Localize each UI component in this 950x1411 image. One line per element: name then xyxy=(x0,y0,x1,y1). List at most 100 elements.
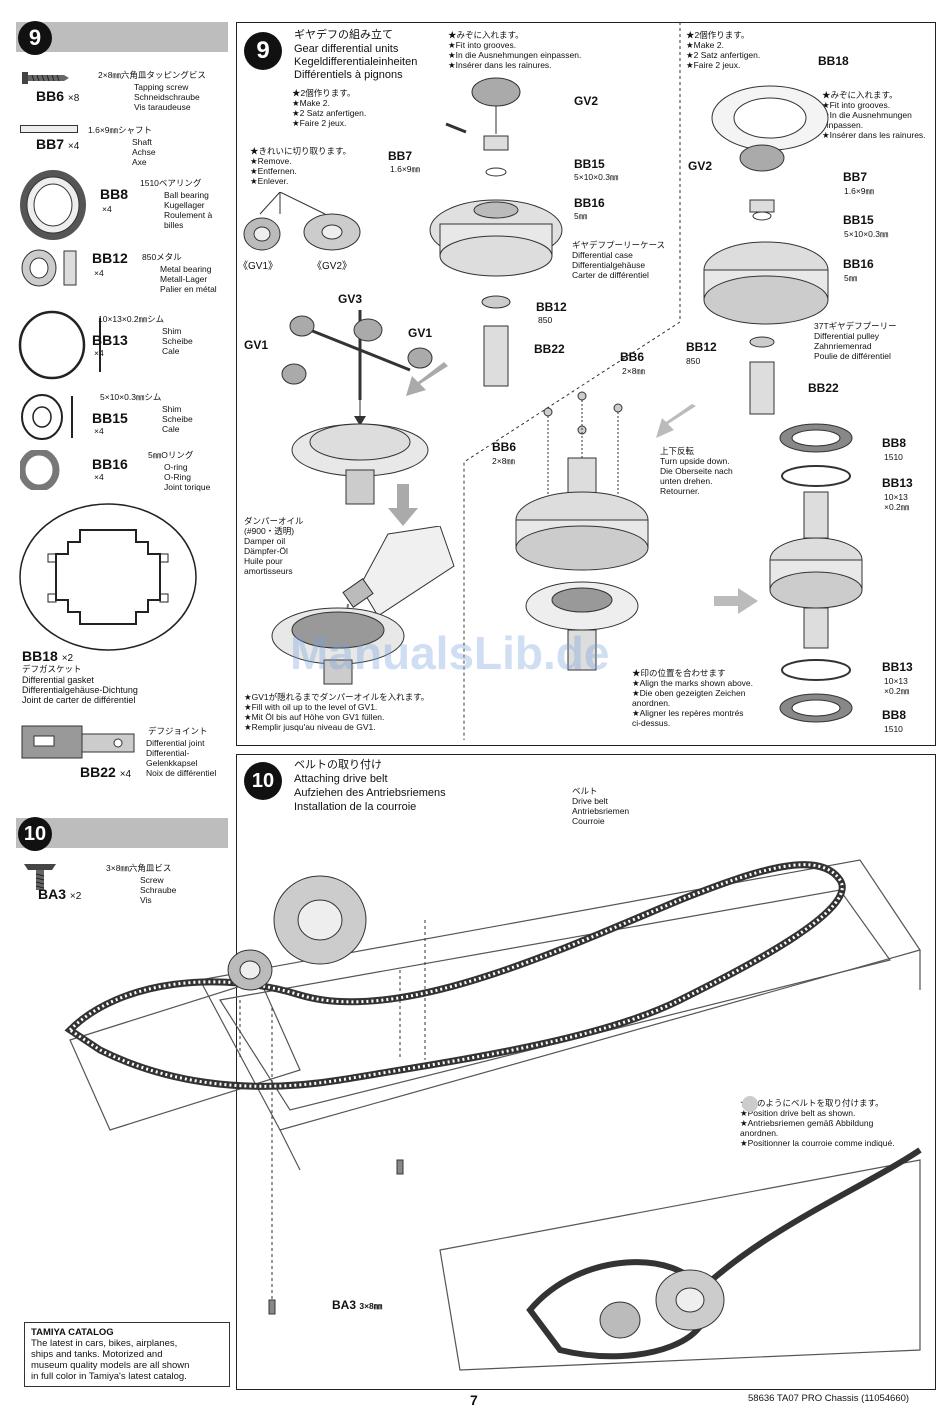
bb16-center-size: 5㎜ xyxy=(574,211,588,221)
step10-title-badge: 10 xyxy=(244,762,282,800)
bb8-top-size: 1510 xyxy=(884,452,903,462)
bb8-bottom-size: 1510 xyxy=(884,724,903,734)
o-ring-icon xyxy=(20,450,60,490)
bb7-center-label: BB7 xyxy=(388,149,413,163)
gv2-center-label: GV2 xyxy=(574,94,599,108)
bb13-top-label: BB13 xyxy=(882,476,913,490)
diff-case-label: ギヤデフプーリーケース Differential case Differenti… xyxy=(572,240,666,280)
grooves-note-right: ★みぞに入れます。 ★Fit into grooves. ★In die Aus… xyxy=(822,90,926,140)
damper-oil-label: ダンパーオイル (#900・透明) Damper oil Dämpfer-Öl … xyxy=(244,516,304,576)
bb15-center-size: 5×10×0.3㎜ xyxy=(574,172,619,182)
differential-joint-icon xyxy=(21,725,135,759)
diff-case-exploded xyxy=(429,77,563,387)
part-code-bb6: BB6 ×8 xyxy=(36,88,80,104)
bb16-center-label: BB16 xyxy=(574,196,605,210)
watermark: ManualsLib.de xyxy=(290,627,610,679)
part-size-bb6: 2×8㎜六角皿タッピングビス xyxy=(98,70,206,80)
bb12-center-label: BB12 xyxy=(536,300,567,314)
part-qty-bb8: ×4 xyxy=(102,204,112,214)
part-code-bb15: BB15 xyxy=(92,410,128,426)
bb6-top-size: 2×8㎜ xyxy=(622,366,645,376)
bb6-left-label: BB6 xyxy=(492,440,517,454)
part-code-bb22: BB22 ×4 xyxy=(80,764,132,780)
part-qty-bb12: ×4 xyxy=(94,268,104,278)
bb13-bottom-size: 10×13 ×0.2㎜ xyxy=(884,676,910,696)
step10-title-de: Aufziehen des Antriebsriemens xyxy=(294,787,446,799)
bb16-right-label: BB16 xyxy=(843,257,874,271)
gv2-cutout-label: 《GV2》 xyxy=(312,261,353,272)
bb15-right-size: 5×10×0.3㎜ xyxy=(844,229,889,239)
diff-pulley-exploded xyxy=(703,85,829,415)
step10-number-badge: 10 xyxy=(18,817,52,851)
bb7-center-size: 1.6×9㎜ xyxy=(390,164,421,174)
make-two-right-note: ★2個作ります。 ★Make 2. ★2 Satz anfertigen. ★F… xyxy=(686,30,761,70)
make-two-note: ★2個作ります。 ★Make 2. ★2 Satz anfertigen. ★F… xyxy=(292,88,367,128)
step9-title-fr: Différentiels à pignons xyxy=(294,69,403,81)
part-qty-bb13: ×4 xyxy=(94,348,104,358)
part-code-bb13: BB13 xyxy=(92,332,128,348)
part-code-bb8: BB8 xyxy=(100,186,129,202)
step10-title-jp: ベルトの取り付け xyxy=(294,759,382,771)
part-size-bb18: デフガスケット xyxy=(22,664,82,674)
fill-oil-note: ★GV1が隠れるまでダンパーオイルを入れます。 ★Fill with oil u… xyxy=(244,692,430,732)
bb15-right-label: BB15 xyxy=(843,213,874,227)
shim-large-icon xyxy=(18,310,101,380)
upside-down-note: 上下反転 Turn upside down. Die Oberseite nac… xyxy=(660,446,733,496)
bb6-top-label: BB6 xyxy=(620,350,645,364)
part-code-bb12: BB12 xyxy=(92,250,128,266)
gv1-cutout-label: 《GV1》 xyxy=(238,261,279,272)
gv1-right-label: GV1 xyxy=(408,326,433,340)
ball-bearing-icon xyxy=(20,170,86,240)
bb18-right-label: BB18 xyxy=(818,54,849,68)
part-size-bb22: デフジョイント xyxy=(148,726,208,736)
step9-number-badge: 9 xyxy=(18,21,52,55)
step9-title-en: Gear differential units xyxy=(294,43,399,55)
diff-pulley-label: 37Tギヤデフプーリー Differential pulley Zahnriem… xyxy=(814,321,897,361)
part-size-bb16: 5㎜Oリング xyxy=(148,450,194,460)
screw-icon xyxy=(24,864,56,890)
page-number: 7 xyxy=(470,1392,478,1408)
part-qty-bb16: ×4 xyxy=(94,472,104,482)
part-code-bb7: BB7 ×4 xyxy=(36,136,80,152)
diff-final-stack xyxy=(769,423,863,723)
flip-arrow-icon xyxy=(656,404,696,438)
down-arrow-icon xyxy=(388,484,418,526)
catalog-body: The latest in cars, bikes, airplanes, sh… xyxy=(31,1338,190,1382)
part-names-bb12: Metal bearing Metall-Lager Palier en mét… xyxy=(160,264,217,294)
insert-arrow-icon xyxy=(406,362,448,396)
bb13-bottom-label: BB13 xyxy=(882,660,913,674)
chassis-belt-diagram xyxy=(64,859,922,1371)
bb22-center-label: BB22 xyxy=(534,342,565,356)
bb22-right-label: BB22 xyxy=(808,381,839,395)
part-names-bb7: Shaft Achse Axe xyxy=(132,137,156,167)
step9-title-badge: 9 xyxy=(244,32,282,70)
bb12-right-size: 850 xyxy=(686,356,701,366)
step9-title-jp: ギヤデフの組み立て xyxy=(294,29,393,41)
gv1-left-label: GV1 xyxy=(244,338,269,352)
ba3-label: BA3 3×8㎜ xyxy=(332,1298,383,1312)
differential-gasket-icon xyxy=(19,503,197,651)
bb16-right-size: 5㎜ xyxy=(844,273,858,283)
part-names-bb6: Tapping screw Schneidschraube Vis taraud… xyxy=(134,82,200,112)
part-names-bb22: Differential joint Differential- Gelenkk… xyxy=(146,738,217,778)
spider-gears-diagram xyxy=(281,310,433,505)
step9-title-de: Kegeldifferentialeinheiten xyxy=(294,56,418,68)
drive-belt-label: ベルト Drive belt Antriebsriemen Courroie xyxy=(572,786,630,826)
part-names-bb8: Ball bearing Kugellager Roulement à bill… xyxy=(164,190,213,230)
catalog-title: TAMIYA CATALOG xyxy=(31,1327,114,1338)
part-names-bb13: Shim Scheibe Cale xyxy=(162,326,193,356)
step10-panel xyxy=(236,754,936,1390)
part-code-ba3: BA3 ×2 xyxy=(38,886,82,902)
shim-small-icon xyxy=(21,394,73,440)
align-marks-note: ★印の位置を合わせます ★Align the marks shown above… xyxy=(632,668,754,728)
part-code-bb16: BB16 xyxy=(92,456,128,472)
remove-note: ★きれいに切り取ります。 ★Remove. ★Entfernen. ★Enlev… xyxy=(250,146,352,186)
gv2-right-label: GV2 xyxy=(688,159,713,173)
step10-title-en: Attaching drive belt xyxy=(294,773,388,785)
bb7-right-label: BB7 xyxy=(843,170,868,184)
step9-panel xyxy=(236,22,936,746)
part-names-bb16: O-ring O-Ring Joint torique xyxy=(164,462,211,492)
part-names-bb15: Shim Scheibe Cale xyxy=(162,404,193,434)
part-size-bb7: 1.6×9㎜シャフト xyxy=(88,125,153,135)
bb6-left-size: 2×8㎜ xyxy=(492,456,515,466)
